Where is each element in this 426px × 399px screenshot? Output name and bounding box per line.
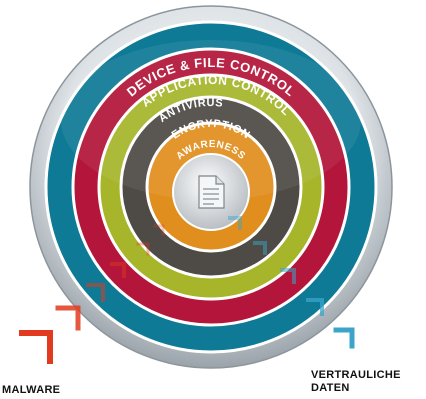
malware-label: MALWARE [2,384,61,396]
malware-arrow-icon [19,224,165,364]
vertrauliche-daten-label: VERTRAULICHE DATEN [311,369,426,395]
daten-arrow-icon [228,216,355,349]
vertrauliche-daten-line1: VERTRAULICHE [311,369,401,381]
ring-highlight [61,40,361,200]
document-icon [198,175,225,209]
vertrauliche-daten-line2: DATEN [311,382,350,394]
